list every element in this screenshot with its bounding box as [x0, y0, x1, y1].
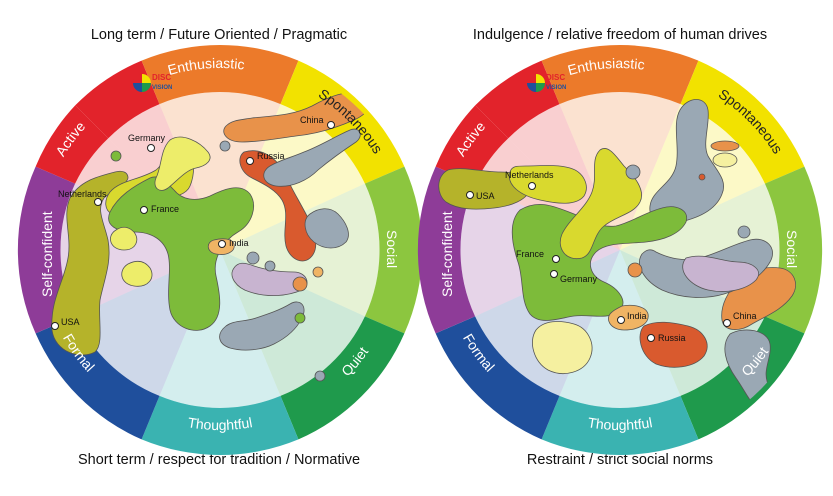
country-label-russia: Russia — [257, 151, 285, 161]
blob-dot-2 — [627, 262, 643, 278]
country-marker-india: India — [617, 311, 647, 324]
country-marker-germany: Germany — [550, 270, 598, 284]
blob-netherlands — [509, 165, 587, 204]
ring-active-lower — [435, 105, 509, 184]
left-top-caption: Long term / Future Oriented / Pragmatic — [90, 27, 348, 43]
country-marker-usa: USA — [51, 317, 80, 330]
blob-dot-4 — [698, 173, 706, 181]
country-marker-france: France — [516, 249, 560, 263]
right-bottom-caption: Restraint / strict social norms — [526, 452, 714, 468]
ring-thoughtful — [141, 395, 299, 455]
right-country-blobs — [438, 99, 796, 411]
ring-active-lower — [35, 105, 109, 184]
seg-label-self-confident: Self-confident — [439, 211, 455, 297]
left-country-markers: China Russia Germany Netherlands France … — [51, 115, 335, 330]
seg-label-social: Social — [384, 230, 400, 268]
seg-label-self-confident: Self-confident — [39, 211, 55, 297]
blob-dot-1 — [625, 164, 641, 180]
country-label-russia: Russia — [658, 333, 686, 343]
country-label-usa: USA — [61, 317, 80, 327]
country-label-china: China — [733, 311, 757, 321]
svg-text:Thoughtful: Thoughtful — [187, 414, 254, 433]
blob-dot-6 — [314, 370, 326, 382]
country-label-netherlands: Netherlands — [505, 170, 554, 180]
ring-social — [364, 166, 423, 334]
logo-disc-text: DISC — [546, 73, 565, 82]
country-marker-france: France — [140, 204, 179, 214]
left-bottom-caption: Short term / respect for tradition / Nor… — [77, 452, 361, 468]
svg-text:Thoughtful: Thoughtful — [587, 414, 654, 433]
ring-spontaneous — [680, 60, 805, 184]
blob-yellow-spot-1 — [121, 260, 153, 287]
blob-yellow-spot-2 — [110, 226, 138, 251]
logo-disc-text: DISC — [152, 73, 171, 82]
blob-france — [511, 204, 688, 321]
ring-enthusiastic — [141, 45, 299, 105]
blob-russia — [639, 321, 708, 368]
blob-dot-4 — [312, 266, 324, 278]
logo-vision-text: VISION — [546, 85, 566, 91]
right-top-caption: Indulgence / relative freedom of human d… — [472, 27, 768, 43]
blob-dot-2 — [246, 251, 260, 265]
seg-label-social: Social — [784, 230, 800, 268]
country-marker-netherlands: Netherlands — [58, 189, 107, 206]
blob-grey-4 — [231, 262, 308, 296]
country-marker-china: China — [300, 115, 335, 129]
country-label-india: India — [229, 238, 249, 248]
blob-grey-1 — [263, 128, 361, 187]
country-label-china: China — [300, 115, 324, 125]
blob-india — [608, 304, 649, 331]
country-marker-russia: Russia — [647, 333, 686, 343]
left-wheel: Active Enthusiastic Spontaneous Social Q… — [17, 45, 423, 455]
blob-dot-7 — [110, 150, 122, 162]
country-marker-india: India — [218, 238, 249, 248]
country-label-germany: Germany — [128, 133, 166, 143]
country-label-france: France — [516, 249, 544, 259]
ring-formal — [435, 316, 560, 440]
blob-purple — [682, 255, 759, 292]
left-country-blobs — [51, 92, 371, 382]
country-marker-usa: USA — [466, 191, 495, 201]
right-disc-vision-logo: DISC VISION — [527, 73, 566, 92]
country-marker-netherlands: Netherlands — [505, 170, 554, 190]
blob-usa — [438, 168, 531, 210]
ring-enthusiastic — [541, 45, 699, 105]
blob-dot-1 — [219, 140, 231, 152]
country-marker-china: China — [723, 311, 757, 327]
ring-thoughtful — [541, 395, 699, 455]
ring-quiet — [280, 316, 405, 440]
sector-thoughtful — [159, 250, 281, 408]
blob-grey-big — [649, 99, 724, 224]
blob-dot-6 — [712, 152, 738, 168]
left-outer-ring — [17, 45, 423, 455]
country-label-france: France — [151, 204, 179, 214]
blob-grey-2 — [304, 208, 349, 249]
seg-label-thoughtful: Thoughtful — [587, 414, 654, 433]
country-marker-russia: Russia — [246, 151, 285, 165]
country-marker-germany: Germany — [128, 133, 166, 152]
country-label-netherlands: Netherlands — [58, 189, 107, 199]
blob-dot-8 — [294, 312, 306, 324]
blob-yellow-low — [532, 321, 593, 374]
country-label-india: India — [627, 311, 647, 321]
blob-dot-5 — [264, 260, 276, 272]
right-wheel: Active Enthusiastic Spontaneous Social Q… — [417, 45, 823, 455]
blob-dot-3 — [737, 225, 751, 239]
ring-self-confident — [417, 166, 476, 334]
country-label-usa: USA — [476, 191, 495, 201]
blob-dot-5 — [710, 140, 740, 152]
right-country-markers: Netherlands USA France Germany India Rus… — [466, 170, 757, 343]
blob-dot-3 — [292, 276, 308, 292]
blob-germany-light — [154, 136, 211, 191]
logo-vision-text: VISION — [152, 85, 172, 91]
country-label-germany: Germany — [560, 274, 598, 284]
seg-label-thoughtful: Thoughtful — [187, 414, 254, 433]
left-disc-vision-logo: DISC VISION — [133, 73, 172, 92]
